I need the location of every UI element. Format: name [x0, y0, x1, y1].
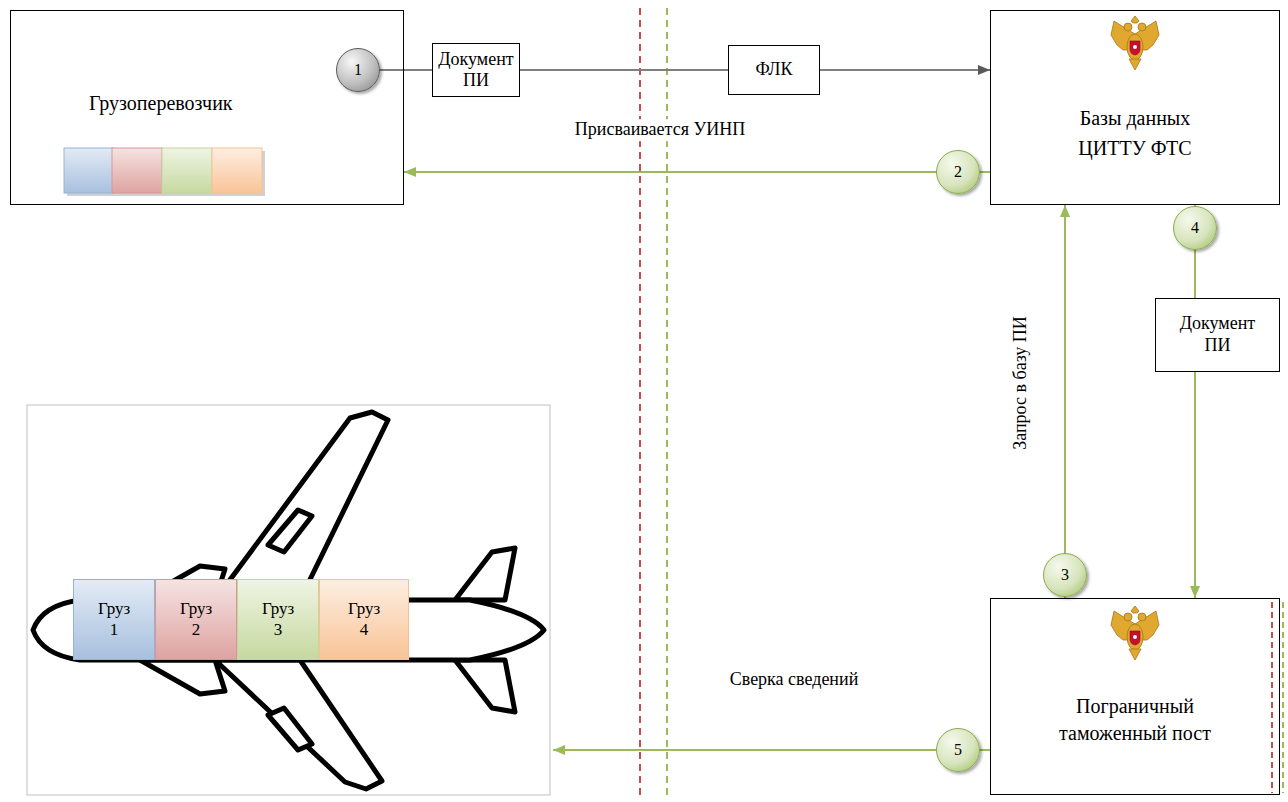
- cargo-box: Груз 2: [155, 579, 237, 660]
- arrow-label: Сверка сведений: [727, 669, 862, 691]
- connector-label: Присваивается УИНП: [572, 119, 748, 141]
- airplane: [33, 412, 544, 789]
- database-box: Базы данных ЦИТТУ ФТС: [990, 10, 1280, 205]
- connector: [520, 69, 728, 71]
- airplane-wing: [215, 660, 382, 789]
- customs-post-box: Пограничный таможенный пост: [990, 598, 1280, 795]
- node-text: Грузоперевозчик: [89, 91, 233, 115]
- node-text: Пограничный таможенный пост: [1048, 693, 1223, 747]
- callout-number: 3: [1043, 553, 1087, 597]
- cargo-swatch: [112, 148, 162, 193]
- node-text: Груз 1: [93, 599, 135, 640]
- border-line: [1282, 602, 1284, 793]
- cargo-swatch: [64, 148, 114, 193]
- node-text: Документ ПИ: [434, 49, 518, 90]
- connector: [1064, 205, 1066, 598]
- check-arrow: [553, 749, 990, 751]
- cargo-box: Груз 1: [73, 579, 155, 660]
- node-text: Груз 4: [343, 599, 385, 640]
- emblem: [1111, 16, 1159, 70]
- node-text: Документ ПИ: [1168, 313, 1268, 356]
- emblem: [1111, 606, 1159, 660]
- cargo-box: Груз 3: [237, 579, 319, 660]
- callout-number: 1: [336, 48, 380, 92]
- airplane-wing: [215, 412, 388, 600]
- connector-label: Запрос в базу ПИ: [1010, 313, 1032, 453]
- node-text: Груз 3: [257, 599, 299, 640]
- airplane-strake: [140, 660, 225, 694]
- airplane-engine: [268, 510, 312, 552]
- node-text: Базы данных ЦИТТУ ФТС: [1060, 103, 1210, 163]
- node-text: Груз 2: [175, 599, 217, 640]
- connector: [1194, 372, 1196, 598]
- cargo-box: Груз 4: [319, 579, 409, 660]
- picture-frame: [27, 405, 550, 795]
- airplane-engine: [268, 708, 312, 750]
- connectors: [404, 70, 1195, 598]
- callout-number: 2: [936, 150, 980, 194]
- airplane-tail: [455, 548, 515, 600]
- cargo-swatch: [162, 148, 212, 193]
- check-box: ФЛК: [728, 45, 820, 95]
- callout-number: 5: [936, 728, 980, 772]
- connector: [820, 69, 990, 71]
- document-box: Документ ПИ: [432, 43, 520, 97]
- carrier-box: Грузоперевозчик: [10, 10, 404, 205]
- cargo-swatch: [212, 148, 262, 193]
- node-text: ФЛК: [755, 59, 792, 81]
- document-box: Документ ПИ: [1155, 298, 1280, 372]
- cargo-swatches: [64, 148, 265, 196]
- connector-stub: [378, 69, 404, 71]
- airplane-tail: [455, 660, 515, 712]
- connector: [404, 69, 432, 71]
- connector: [404, 171, 990, 173]
- callout-number: 4: [1173, 206, 1217, 250]
- border-line: [1271, 602, 1273, 793]
